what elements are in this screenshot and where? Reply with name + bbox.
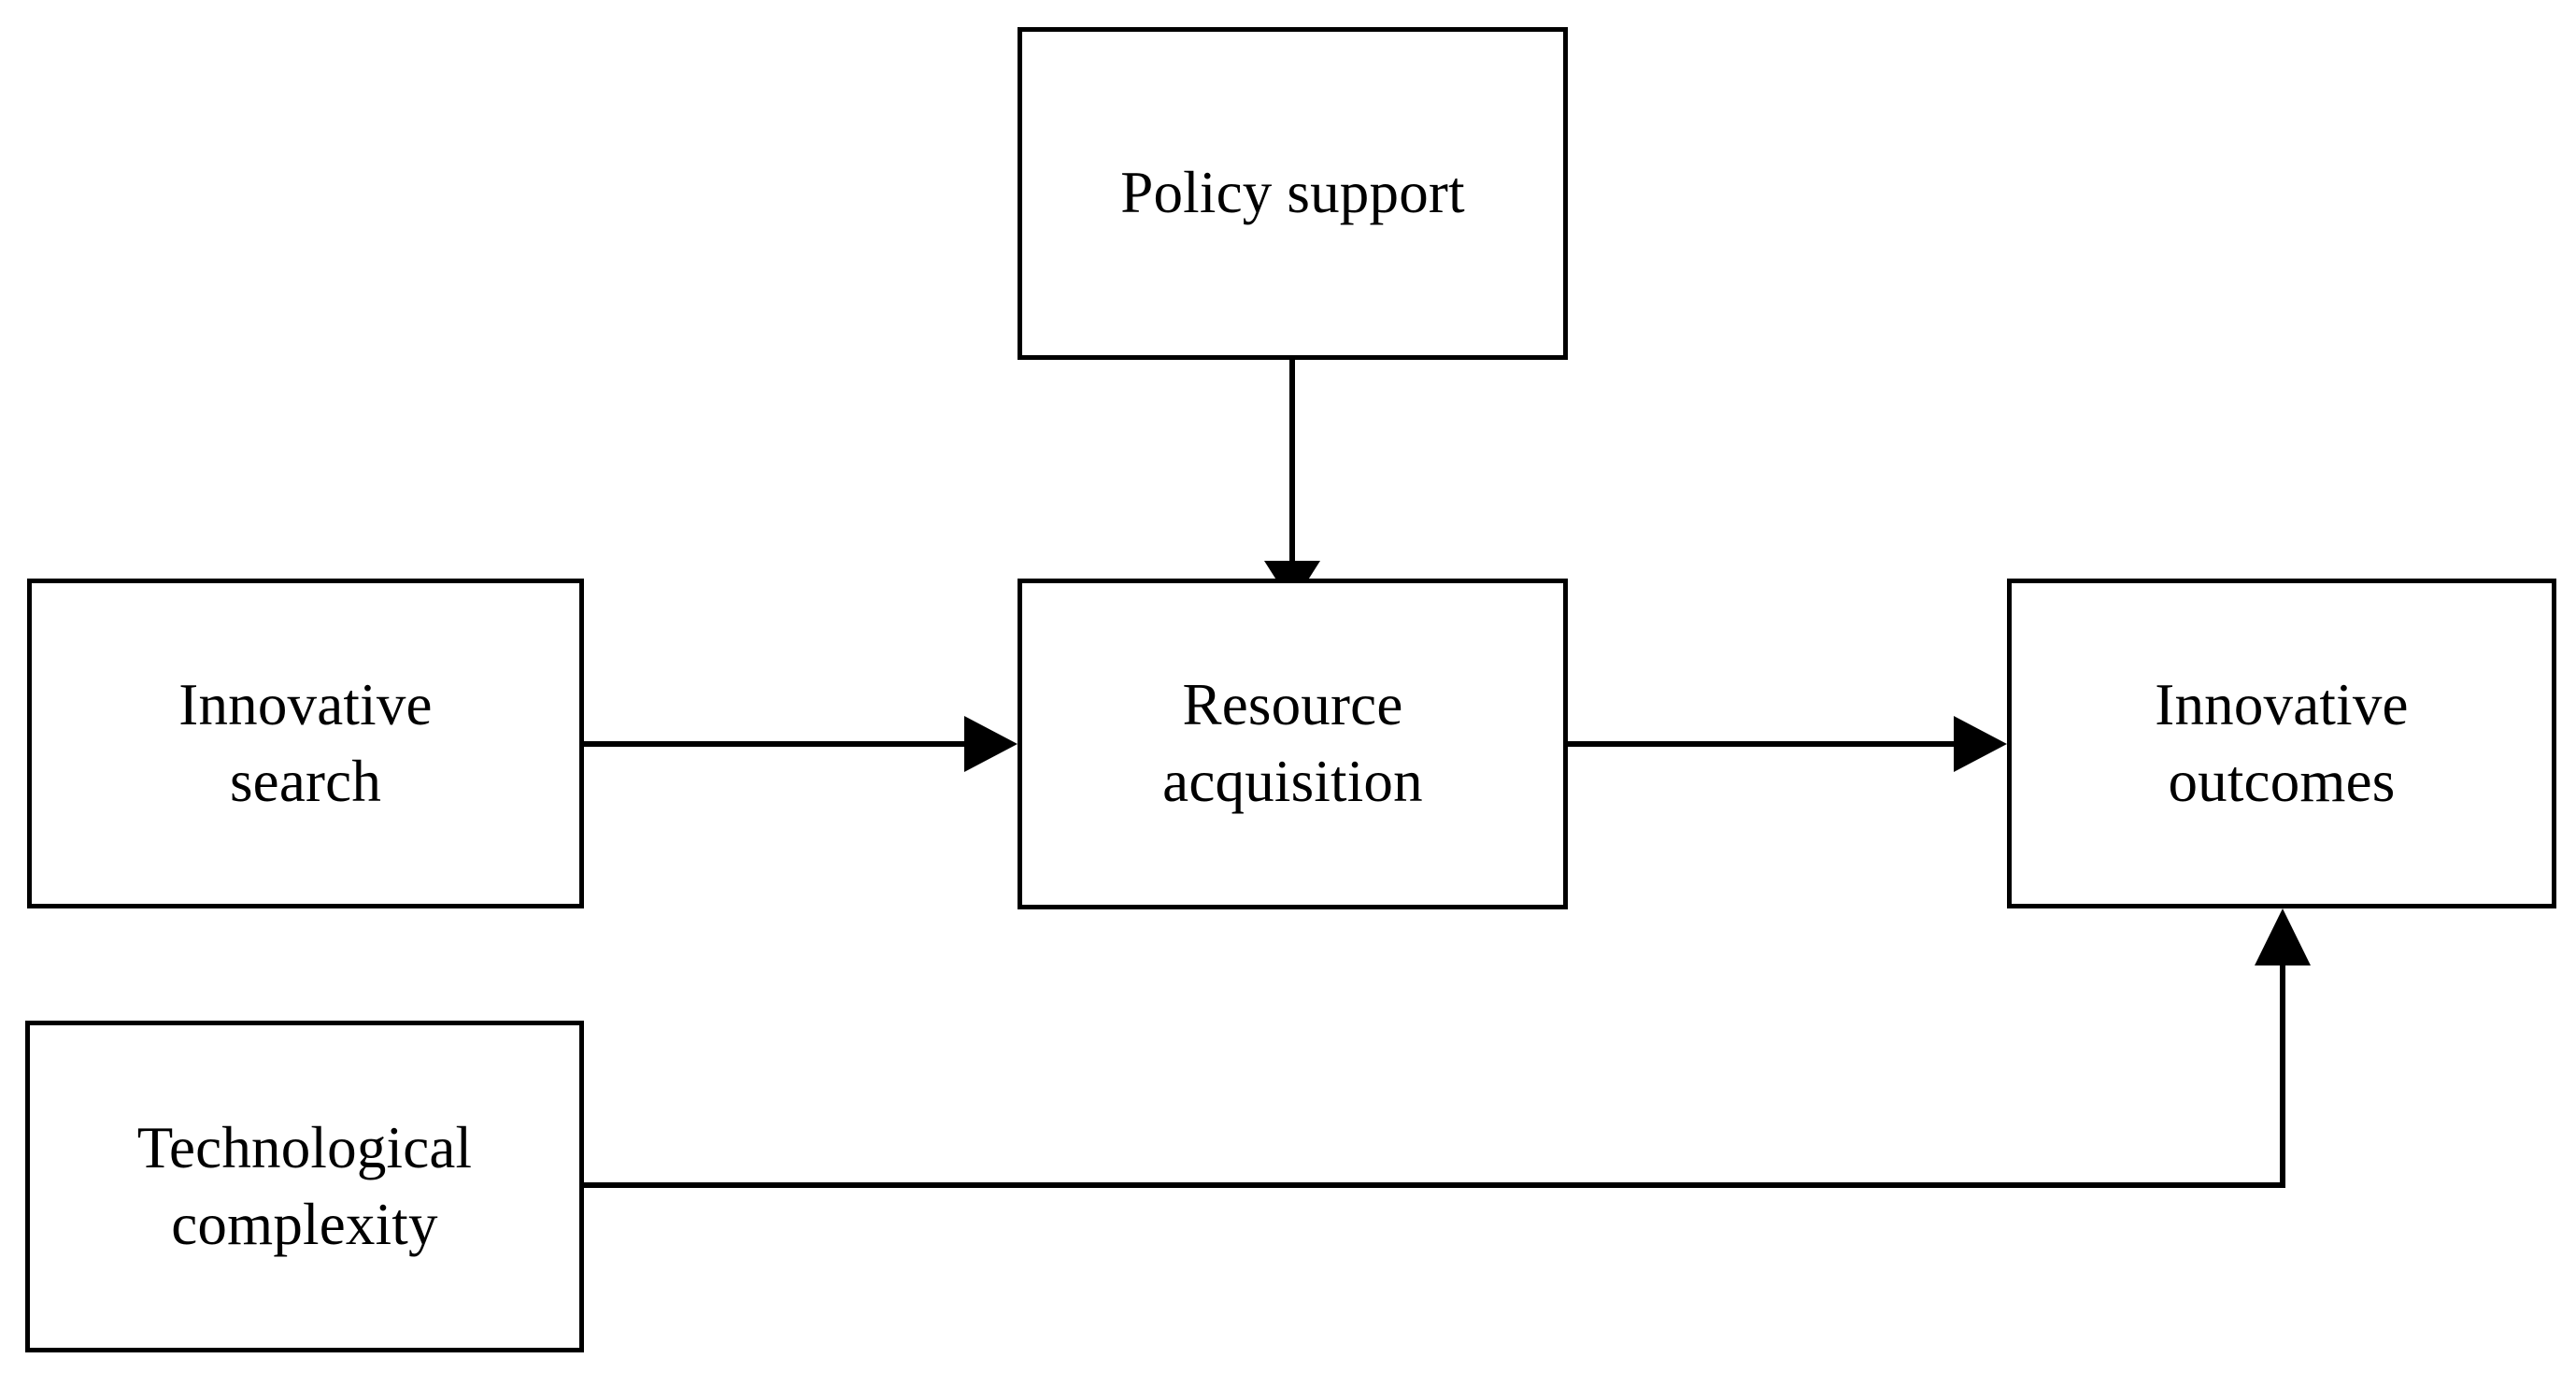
edge-resource-acquisition-to-innovative-outcomes (1568, 716, 2007, 772)
node-innovative-outcomes-label: Innovative outcomes (2155, 671, 2409, 814)
node-policy-support[interactable]: Policy support (1018, 27, 1568, 360)
edge-technological-complexity-to-innovative-outcomes (584, 908, 2311, 1188)
node-innovative-search[interactable]: Innovative search (27, 579, 584, 908)
node-resource-acquisition-label: Resource acquisition (1162, 672, 1423, 814)
node-technological-complexity-label: Technological complexity (136, 1114, 473, 1257)
arrowhead-right-icon (1954, 716, 2007, 772)
node-resource-acquisition[interactable]: Resource acquisition (1018, 579, 1568, 909)
node-technological-complexity[interactable]: Technological complexity (25, 1021, 584, 1352)
node-innovative-outcomes[interactable]: Innovative outcomes (2007, 579, 2556, 908)
edge-innovative-search-to-resource-acquisition (584, 716, 1018, 772)
node-policy-support-label: Policy support (1120, 160, 1465, 226)
arrowhead-up-icon (2255, 908, 2311, 965)
edge-policy-support-to-resource-acquisition (1264, 360, 1320, 605)
arrowhead-right-icon (964, 716, 1018, 772)
node-innovative-search-label: Innovative search (178, 671, 433, 814)
